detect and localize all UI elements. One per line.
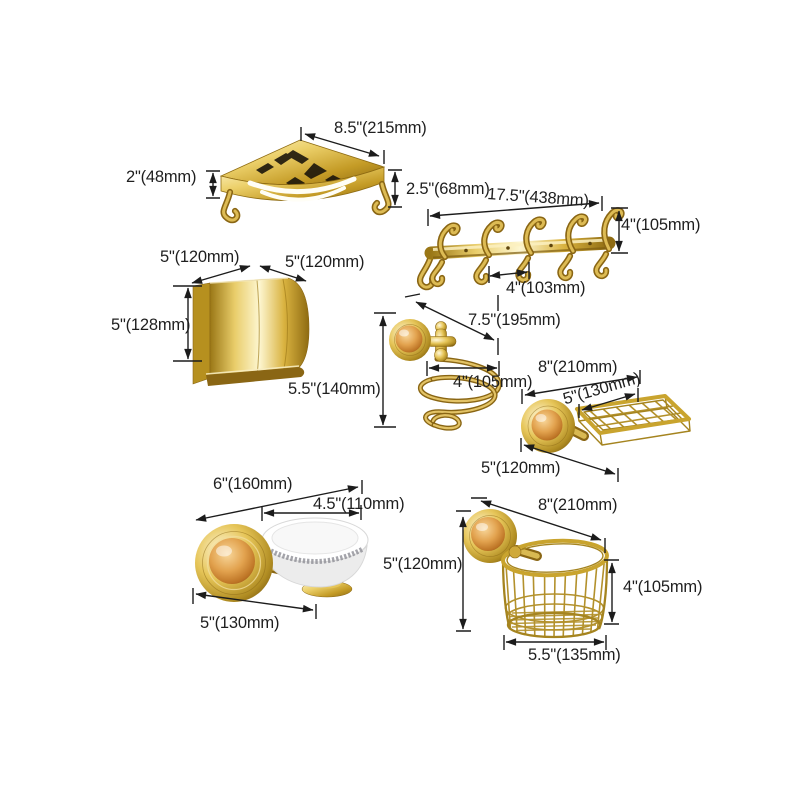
dim-dryer-holder-height: 5.5"(140mm) bbox=[288, 380, 381, 398]
soap-basket-lattice bbox=[584, 400, 682, 432]
dim-soap-dish-length: 6"(160mm) bbox=[213, 475, 293, 493]
dimension-lines bbox=[173, 127, 641, 650]
rail-mount-holes bbox=[464, 241, 592, 253]
dim-corner-shelf-width: 8.5"(215mm) bbox=[334, 119, 427, 137]
dim-wire-basket-width: 5.5"(135mm) bbox=[528, 646, 621, 664]
soap-dish-product bbox=[195, 517, 369, 602]
paper-holder-product bbox=[192, 277, 310, 386]
dim-paper-holder-height: 5"(128mm) bbox=[111, 316, 191, 334]
dim-soap-basket-depth: 5"(120mm) bbox=[481, 459, 561, 477]
dim-soap-dish-diameter: 4.5"(110mm) bbox=[313, 495, 405, 513]
wire-basket-product bbox=[463, 509, 609, 639]
dim-hook-rail-height: 4"(105mm) bbox=[621, 216, 701, 234]
dim-paper-holder-width: 5"(120mm) bbox=[285, 253, 365, 271]
dim-soap-basket-length: 8"(210mm) bbox=[538, 358, 618, 376]
dim-dryer-holder-reach: 7.5"(195mm) bbox=[468, 311, 561, 329]
dim-soap-dish-base: 5"(130mm) bbox=[200, 614, 280, 632]
dish-pattern-band bbox=[265, 546, 365, 564]
soap-basket-product bbox=[521, 394, 691, 453]
dim-corner-shelf-height-left: 2"(48mm) bbox=[126, 168, 197, 186]
dim-wire-basket-length: 8"(210mm) bbox=[538, 496, 618, 514]
dim-wire-basket-inner-height: 4"(105mm) bbox=[623, 578, 703, 596]
robe-hook-rail-product bbox=[420, 210, 622, 287]
corner-shelf-product bbox=[219, 139, 388, 220]
dim-hook-rail-spacing: 4"(103mm) bbox=[506, 279, 586, 297]
wire-basket-rim bbox=[501, 538, 609, 578]
dim-corner-shelf-height-right: 2.5"(68mm) bbox=[406, 180, 490, 198]
dim-wire-basket-height: 5"(120mm) bbox=[383, 555, 463, 573]
dim-dryer-holder-width: 4"(105mm) bbox=[453, 373, 533, 391]
dim-paper-holder-depth: 5"(120mm) bbox=[160, 248, 240, 266]
